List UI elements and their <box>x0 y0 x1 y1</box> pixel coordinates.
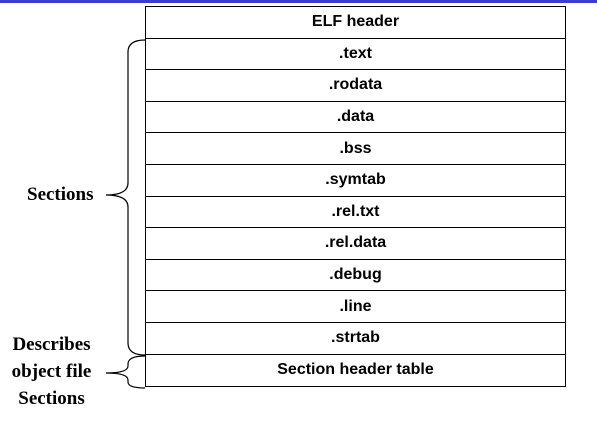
section-header-table-row: Section header table <box>277 361 434 379</box>
section-row: .text <box>146 39 565 71</box>
section-row: .debug <box>146 260 565 292</box>
sections-brace <box>105 39 146 356</box>
section-row: .rel.data <box>146 228 565 260</box>
describes-line-1: Describes <box>12 334 91 355</box>
elf-layout-table: ELF header .text .rodata .data .bss .sym… <box>145 6 566 388</box>
section-row: .rel.txt <box>146 197 565 229</box>
section-row: .line <box>146 291 565 323</box>
section-row: .data <box>146 102 565 134</box>
header-table-brace <box>105 355 146 389</box>
section-row: .symtab <box>146 165 565 197</box>
section-row: .strtab <box>146 323 565 355</box>
describes-line-2: object file <box>11 361 92 382</box>
elf-header-row: ELF header <box>146 7 565 39</box>
sections-label: Sections <box>27 184 94 205</box>
section-row: .bss <box>146 133 565 165</box>
section-row: .rodata <box>146 70 565 102</box>
top-rule <box>0 0 597 3</box>
describes-label: Describes object file Sections <box>0 331 103 412</box>
describes-line-3: Sections <box>18 388 85 409</box>
